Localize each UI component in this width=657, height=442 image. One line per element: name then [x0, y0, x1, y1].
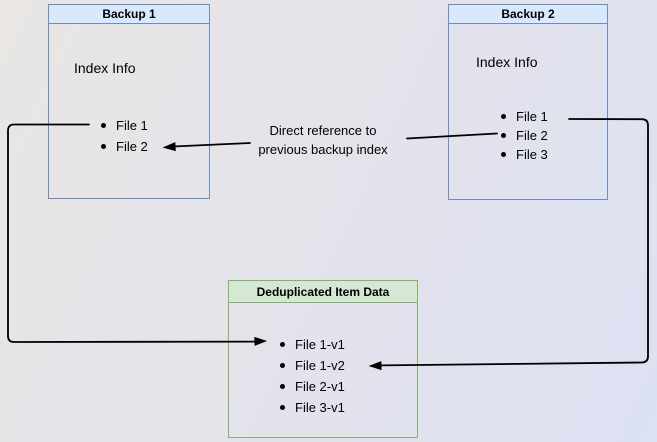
backup1-file-list: File 1 File 2 [101, 115, 148, 157]
file-label: File 3 [516, 147, 548, 162]
list-item: File 2 [101, 136, 148, 157]
backup2-index-info-label: Index Info [476, 54, 538, 70]
backup2-title: Backup 2 [449, 5, 607, 24]
file-version-label: File 1-v2 [295, 358, 345, 373]
file-label: File 2 [116, 139, 148, 154]
file-version-label: File 1-v1 [295, 337, 345, 352]
list-item: File 3-v1 [280, 397, 345, 418]
bullet-icon [280, 363, 285, 368]
dedup-file-list: File 1-v1 File 1-v2 File 2-v1 File 3-v1 [280, 334, 345, 418]
list-item: File 3 [501, 145, 548, 164]
backup1-box: Backup 1 Index Info File 1 File 2 [48, 4, 210, 199]
bullet-icon [501, 133, 506, 138]
list-item: File 1-v2 [280, 355, 345, 376]
deduplicated-item-data-box: Deduplicated Item Data File 1-v1 File 1-… [228, 280, 418, 438]
file-label: File 2 [516, 128, 548, 143]
list-item: File 2-v1 [280, 376, 345, 397]
bullet-icon [280, 405, 285, 410]
file-label: File 1 [116, 118, 148, 133]
backup1-title: Backup 1 [49, 5, 209, 24]
file-version-label: File 2-v1 [295, 379, 345, 394]
backup2-file-list: File 1 File 2 File 3 [501, 107, 548, 164]
dedup-title: Deduplicated Item Data [229, 281, 417, 303]
bullet-icon [501, 114, 506, 119]
file-label: File 1 [516, 109, 548, 124]
bullet-icon [501, 152, 506, 157]
list-item: File 1-v1 [280, 334, 345, 355]
bullet-icon [280, 384, 285, 389]
file-version-label: File 3-v1 [295, 400, 345, 415]
direct-reference-annotation: Direct reference to previous backup inde… [237, 121, 409, 159]
bullet-icon [101, 144, 106, 149]
list-item: File 2 [501, 126, 548, 145]
backup1-index-info-label: Index Info [74, 60, 136, 76]
bullet-icon [280, 342, 285, 347]
backup2-box: Backup 2 Index Info File 1 File 2 File 3 [448, 4, 608, 200]
annotation-line1: Direct reference to [269, 123, 377, 138]
list-item: File 1 [101, 115, 148, 136]
bullet-icon [101, 123, 106, 128]
annotation-line2: previous backup index [258, 142, 388, 157]
list-item: File 1 [501, 107, 548, 126]
